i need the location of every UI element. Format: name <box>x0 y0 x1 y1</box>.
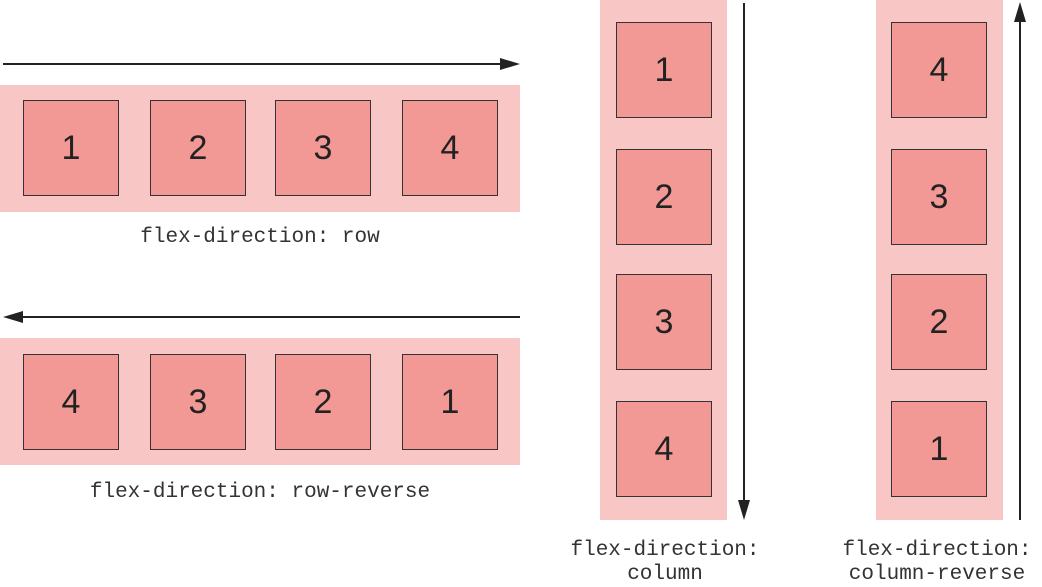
flex-item-number: 4 <box>929 50 949 89</box>
flex-item: 2 <box>150 100 246 196</box>
flex-item-number: 1 <box>61 128 81 167</box>
flex-item: 4 <box>402 100 498 196</box>
flex-item-number: 2 <box>654 177 674 216</box>
flex-item-number: 2 <box>313 382 333 421</box>
flex-item: 4 <box>891 22 987 118</box>
column-caption-line1: flex-direction: <box>570 539 760 562</box>
row-flex-container: 1 2 3 4 <box>0 85 520 212</box>
column-caption-line2: column <box>627 563 703 586</box>
column-reverse-caption-line2: column-reverse <box>848 563 1026 586</box>
column-reverse-caption: flex-direction: column-reverse <box>832 539 1042 587</box>
up-arrow-icon <box>1014 2 1026 520</box>
right-arrow-icon <box>3 58 520 70</box>
row-reverse-caption: flex-direction: row-reverse <box>89 481 431 504</box>
flex-item: 3 <box>150 354 246 450</box>
flex-item: 1 <box>402 354 498 450</box>
flex-item-number: 4 <box>654 429 674 468</box>
flex-item-number: 3 <box>654 302 674 341</box>
flex-item: 1 <box>23 100 119 196</box>
flex-item-number: 3 <box>929 177 949 216</box>
column-caption: flex-direction: column <box>555 539 775 587</box>
flex-item-number: 2 <box>188 128 208 167</box>
flex-item: 1 <box>616 22 712 118</box>
flex-item: 2 <box>891 274 987 370</box>
flex-item: 2 <box>616 149 712 245</box>
column-reverse-flex-container: 4 3 2 1 <box>876 0 1003 520</box>
flex-item-number: 3 <box>188 382 208 421</box>
flex-item: 4 <box>616 401 712 497</box>
row-reverse-flex-container: 4 3 2 1 <box>0 338 520 465</box>
flex-item-number: 1 <box>440 382 460 421</box>
flex-item: 4 <box>23 354 119 450</box>
flex-item-number: 3 <box>313 128 333 167</box>
left-arrow-icon <box>3 311 520 323</box>
flex-item-number: 4 <box>61 382 81 421</box>
flex-item-number: 1 <box>654 50 674 89</box>
column-reverse-caption-line1: flex-direction: <box>842 539 1032 562</box>
flex-item: 3 <box>891 149 987 245</box>
down-arrow-icon <box>738 3 750 520</box>
flex-item-number: 4 <box>440 128 460 167</box>
flex-item-number: 1 <box>929 429 949 468</box>
flex-item: 2 <box>275 354 371 450</box>
flex-item: 3 <box>616 274 712 370</box>
row-caption: flex-direction: row <box>140 226 380 249</box>
flex-item: 3 <box>275 100 371 196</box>
flex-item: 1 <box>891 401 987 497</box>
column-flex-container: 1 2 3 4 <box>600 0 727 520</box>
flex-item-number: 2 <box>929 302 949 341</box>
